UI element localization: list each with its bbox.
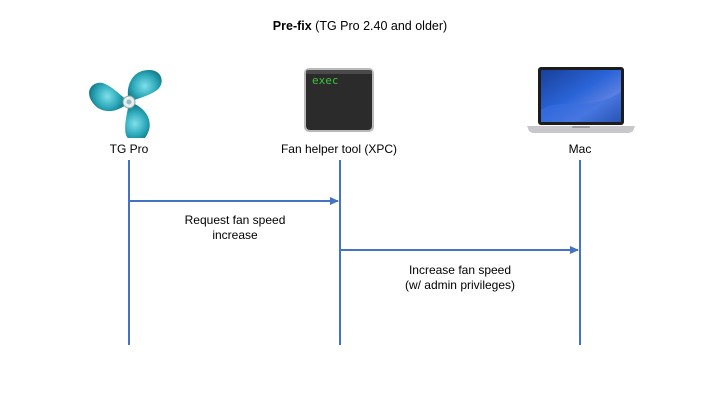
diagram-title: Pre-fix (TG Pro 2.40 and older)	[0, 19, 720, 33]
title-rest: (TG Pro 2.40 and older)	[311, 19, 448, 33]
title-bold: Pre-fix	[272, 19, 312, 33]
message-2-line-1: Increase fan speed	[408, 263, 512, 277]
message-1-line-2: increase	[212, 228, 258, 242]
participant-label-mac: Mac	[568, 142, 592, 156]
participant-label-tg-pro: TG Pro	[109, 142, 149, 156]
participant-label-fan-helper: Fan helper tool (XPC)	[280, 142, 398, 156]
macbook-icon	[527, 67, 635, 133]
terminal-exec-text: exec	[312, 74, 339, 87]
terminal-exec-icon: exec	[303, 67, 375, 133]
message-request-fan-speed: Request fan speed increase	[160, 213, 310, 243]
message-2-line-2: (w/ admin privileges)	[404, 278, 516, 292]
message-increase-fan-speed: Increase fan speed (w/ admin privileges)	[385, 263, 535, 293]
message-1-line-1: Request fan speed	[184, 213, 286, 227]
fan-icon	[89, 70, 162, 138]
